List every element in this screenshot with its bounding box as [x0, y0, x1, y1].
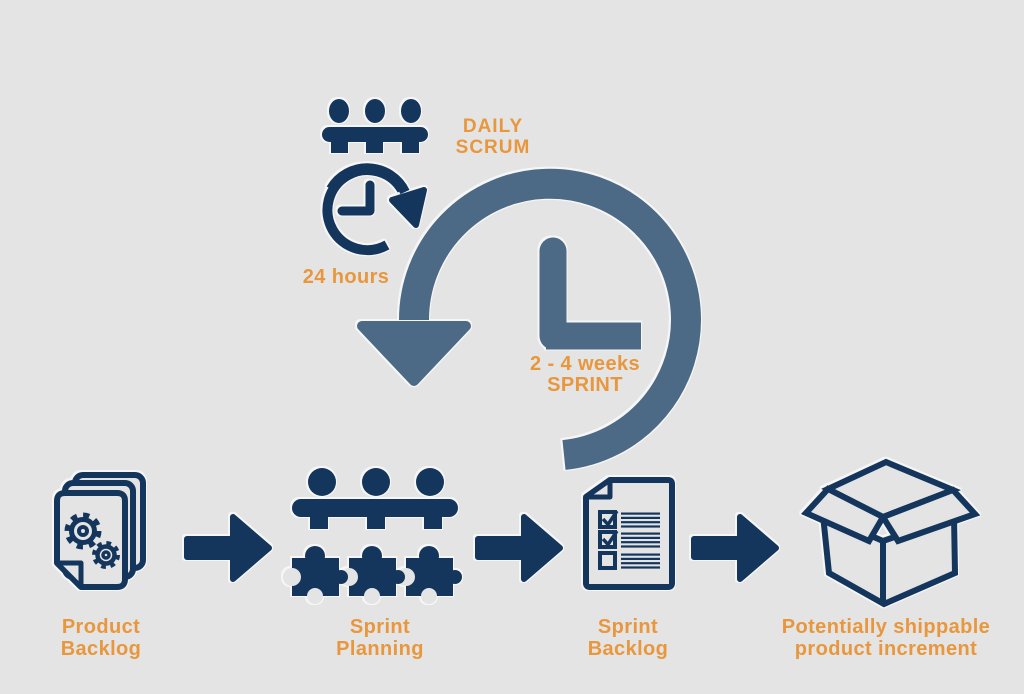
daily-scrum-label: DAILY SCRUM — [455, 116, 531, 158]
sprint-duration-label: 2 - 4 weeks SPRINT — [529, 353, 641, 396]
folded-corner — [54, 560, 84, 590]
open-shipping-box-icon — [800, 458, 981, 608]
clock-refresh-arrow-icon — [322, 163, 427, 256]
right-arrow-icon — [691, 514, 779, 582]
checklist-document-icon — [583, 477, 675, 590]
right-arrow-icon — [475, 514, 563, 582]
people-table-puzzle-icon — [283, 468, 462, 604]
stacked-documents-gears-icon — [54, 472, 146, 590]
checkbox-list — [598, 510, 619, 570]
sprint-arrowhead — [357, 321, 471, 386]
step-label-product-backlog: Product Backlog — [60, 616, 142, 660]
right-arrow-icon — [184, 514, 272, 582]
step-label-sprint-backlog: Sprint Backlog — [587, 616, 669, 660]
sprint-clock-hands-icon — [539, 237, 641, 350]
people-at-table-icon — [322, 99, 428, 153]
puzzle-pieces-icon — [283, 546, 462, 604]
daily-duration-label: 24 hours — [302, 266, 390, 288]
box-flap — [878, 486, 981, 545]
box-flap — [800, 485, 888, 545]
text-lines — [621, 512, 660, 569]
people-at-table-icon — [292, 468, 458, 529]
step-label-product-increment: Potentially shippable product increment — [781, 616, 991, 660]
folded-corner — [583, 477, 613, 500]
gear-icon — [92, 541, 120, 569]
sprint-cycle-arrow-icon — [357, 168, 701, 470]
step-label-sprint-planning: Sprint Planning — [336, 616, 424, 660]
gear-icon — [64, 512, 102, 550]
